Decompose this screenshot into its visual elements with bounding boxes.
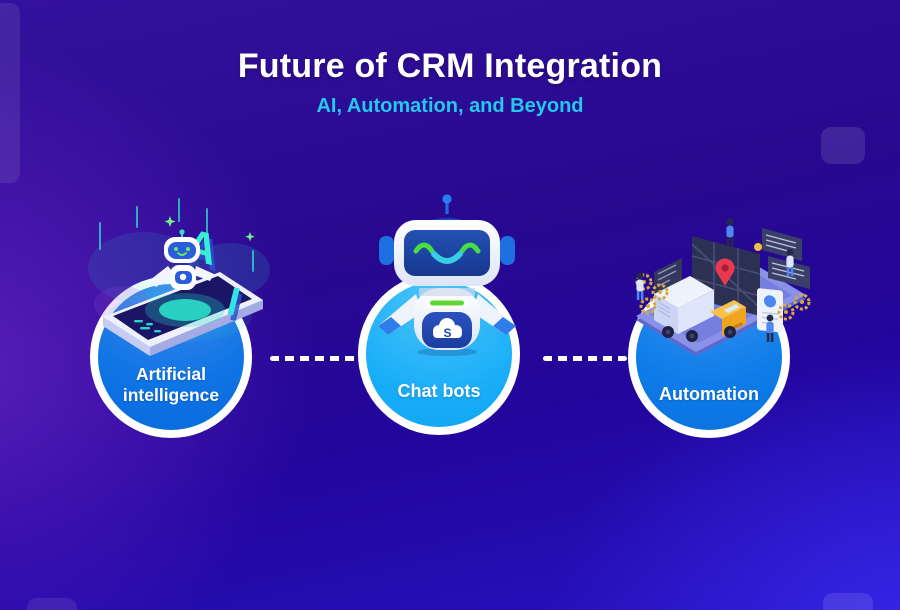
chest-letter: S <box>443 326 451 340</box>
decoration-bottom-right-square <box>823 593 873 610</box>
node-label-chat-bots: Chat bots <box>397 381 481 401</box>
screen-glow <box>159 299 211 321</box>
node-label-automation: Automation <box>659 384 759 404</box>
page-title: Future of CRM Integration <box>237 47 663 85</box>
light-streaks <box>99 198 254 272</box>
phone <box>103 272 263 356</box>
robot-ear-left <box>379 236 394 265</box>
robot-eyes <box>413 242 481 254</box>
connector-dashed-line-1 <box>270 356 356 361</box>
coin-icon <box>754 243 762 251</box>
truck-wheels <box>662 326 736 342</box>
gear-centers <box>642 280 804 314</box>
sparkle-icons <box>164 216 255 242</box>
robot-status-bar <box>426 298 468 308</box>
header: Future of CRM Integration AI, Automation… <box>0 47 900 118</box>
location-pin-icon <box>715 258 735 286</box>
decoration-top-right-square <box>821 127 865 164</box>
page-subtitle: AI, Automation, and Beyond <box>316 95 584 117</box>
screen-code-marks <box>134 320 161 333</box>
automation-logistics-illustration <box>635 218 811 356</box>
robot-face-screen <box>404 230 490 276</box>
robot-arm-left <box>378 294 422 335</box>
chatbot-robot-illustration: S <box>378 194 516 356</box>
chest-cloud-icon: S <box>433 318 462 340</box>
person-figures <box>636 218 794 342</box>
truck <box>654 276 746 342</box>
connector-dashed-line-2 <box>543 356 627 361</box>
gear-icons-right <box>777 293 811 321</box>
mini-robot-face <box>168 242 196 259</box>
label-line-1: Artificial <box>135 364 207 384</box>
robot-antenna <box>442 194 452 214</box>
gear-icons-left <box>635 273 669 315</box>
robot-shadow <box>417 348 477 356</box>
mini-robot <box>150 229 214 290</box>
node-label-artificial-intelligence: Artificial intelligence <box>92 364 250 407</box>
label-line-2: intelligence <box>122 385 220 406</box>
decoration-top-left-bar <box>0 3 20 183</box>
truck-windshield <box>724 304 740 313</box>
robot-ear-right <box>500 236 515 265</box>
robot-smile <box>431 251 463 264</box>
robot-arm-right <box>472 294 516 335</box>
ai-phone-robot-illustration: A A I I <box>88 198 270 356</box>
decoration-bottom-left-square <box>27 598 77 610</box>
